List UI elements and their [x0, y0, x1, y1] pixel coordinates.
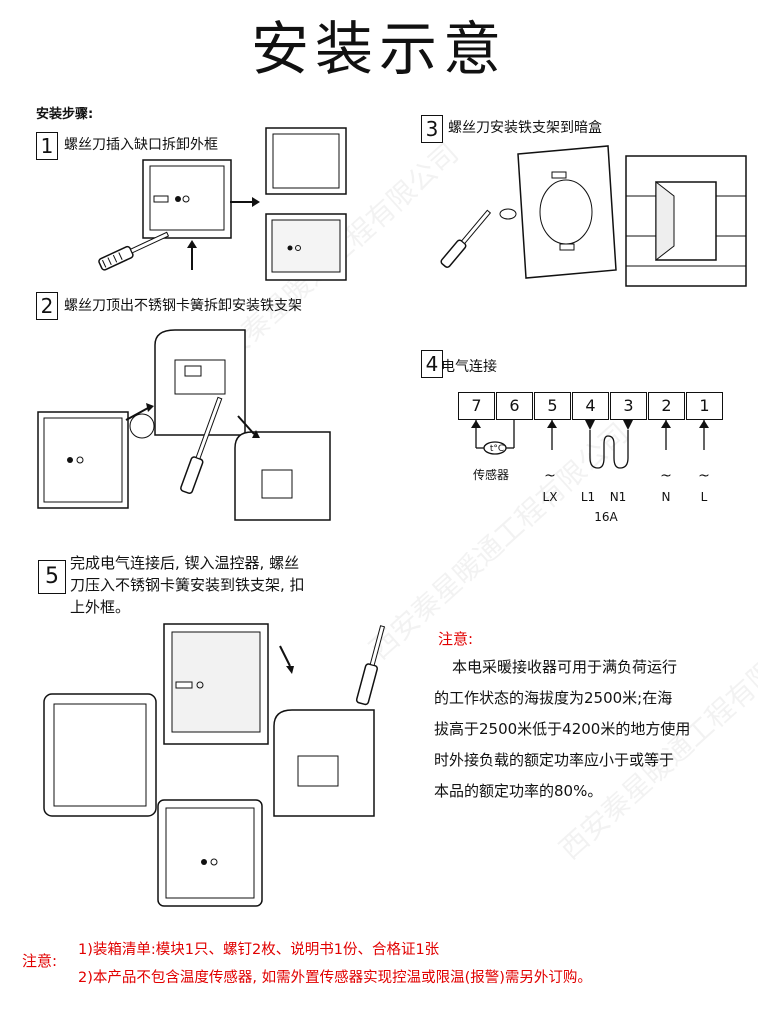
tilde-n: ~ — [660, 468, 672, 484]
notice-line: 本电采暖接收器可用于满负荷运行 — [452, 658, 678, 676]
step-5-caption: 完成电气连接后, 锲入温控器, 螺丝 刀压入不锈钢卡簧安装到铁支架, 扣 上外框… — [70, 552, 305, 618]
sensor-disclaimer: 2)本产品不包含温度传感器, 如需外置传感器实现控温或限温(报警)需另外订购。 — [78, 970, 592, 986]
step-3-number: 3 — [421, 115, 443, 143]
step-5-number: 5 — [38, 560, 66, 594]
step-5-caption-line: 上外框。 — [70, 598, 131, 616]
tilde-l: ~ — [698, 468, 710, 484]
terminal-2: 2 — [648, 392, 685, 420]
terminal-4: 4 — [572, 392, 609, 420]
footer-label: 注意: — [22, 952, 58, 970]
tilde-lx: ~ — [544, 468, 556, 484]
steps-heading: 安装步骤: — [36, 107, 94, 122]
notice-line: 拔高于2500米低于4200米的地方使用 — [434, 720, 691, 738]
load-rating: 16A — [594, 510, 618, 524]
step-1-number: 1 — [36, 132, 58, 160]
notice-body: 本电采暖接收器可用于满负荷运行 的工作状态的海拔度为2500米;在海 拔高于25… — [434, 652, 734, 807]
step-4-number: 4 — [421, 350, 443, 378]
terminal-5: 5 — [534, 392, 571, 420]
terminal-1: 1 — [686, 392, 723, 420]
label-n: N — [661, 490, 671, 504]
terminal-3: 3 — [610, 392, 647, 420]
page-title: 安装示意 — [250, 15, 507, 83]
packing-list: 1)装箱清单:模块1只、螺钉2枚、说明书1份、合格证1张 — [78, 942, 440, 958]
notice-line: 的工作状态的海拔度为2500米;在海 — [434, 689, 673, 707]
step-3-caption: 螺丝刀安装铁支架到暗盒 — [448, 120, 602, 136]
step-1-illustration — [98, 127, 347, 281]
sensor-symbol: t°C — [489, 444, 505, 454]
label-l1: L1 — [580, 490, 596, 504]
step-3-illustration — [440, 145, 747, 287]
step-5-illustration — [43, 623, 386, 907]
step-5-caption-line: 刀压入不锈钢卡簧安装到铁支架, 扣 — [70, 576, 305, 594]
step-2-number: 2 — [36, 292, 58, 320]
notice-line: 本品的额定功率的80%。 — [434, 782, 603, 800]
sensor-label: 传感器 — [472, 468, 509, 482]
wiring-diagram — [471, 420, 709, 469]
notice-line: 时外接负载的额定功率应小于或等于 — [434, 751, 675, 769]
step-4-caption: 电气连接 — [441, 359, 497, 375]
notice-heading: 注意: — [438, 630, 474, 648]
step-5-caption-line: 完成电气连接后, 锲入温控器, 螺丝 — [70, 554, 300, 572]
terminal-6: 6 — [496, 392, 533, 420]
label-lx: LX — [542, 490, 558, 504]
step-2-illustration — [37, 329, 331, 521]
step-2-caption: 螺丝刀顶出不锈钢卡簧拆卸安装铁支架 — [64, 298, 302, 314]
label-n1: N1 — [609, 490, 627, 504]
label-l: L — [700, 490, 708, 504]
terminal-7: 7 — [458, 392, 495, 420]
step-1-caption: 螺丝刀插入缺口拆卸外框 — [64, 137, 218, 153]
